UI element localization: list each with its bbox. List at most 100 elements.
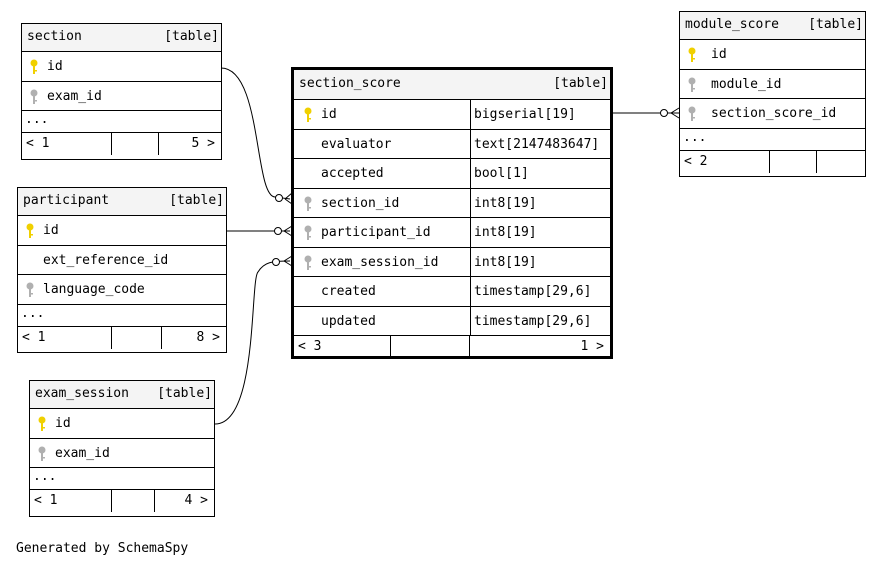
parents-count: < 1: [22, 133, 112, 155]
column-type: timestamp[29,6]: [470, 277, 591, 306]
column-row: language_code: [18, 275, 226, 305]
foreign-key-icon: [688, 77, 696, 92]
column-name: accepted: [321, 166, 384, 181]
table-name: section_score: [299, 76, 401, 91]
column-type: int8[19]: [470, 218, 537, 247]
children-count: 8 >: [196, 329, 220, 345]
crowfoot-exam-session: [283, 255, 293, 267]
table-module-score[interactable]: module_score [table] id module_id sectio…: [679, 11, 866, 177]
table-kind: [table]: [164, 29, 219, 44]
children-count: 4 >: [184, 493, 208, 508]
column-row: id bigserial[19]: [294, 100, 610, 130]
column-name: section_id: [321, 195, 400, 211]
parents-count: < 1: [30, 490, 112, 512]
column-name: id: [711, 47, 727, 62]
column-name: participant_id: [321, 225, 431, 240]
column-type: int8[19]: [470, 188, 537, 217]
column-row: evaluator text[2147483647]: [294, 129, 610, 159]
more-columns: ...: [680, 129, 865, 151]
column-name: exam_id: [55, 445, 110, 461]
column-type: text[2147483647]: [470, 129, 599, 158]
foreign-key-icon: [304, 196, 312, 211]
parents-count: < 1: [18, 326, 112, 349]
column-row: accepted bool[1]: [294, 159, 610, 189]
column-row: section_id int8[19]: [294, 188, 610, 218]
column-row: updated timestamp[29,6]: [294, 306, 610, 336]
table-name: exam_session: [35, 386, 129, 401]
column-type: timestamp[29,6]: [470, 306, 591, 335]
column-row: id: [30, 409, 214, 439]
column-row: participant_id int8[19]: [294, 218, 610, 248]
column-row: module_id: [680, 70, 865, 99]
column-row: id: [680, 40, 865, 70]
more-columns: ...: [22, 111, 221, 133]
column-name: id: [55, 416, 71, 431]
column-row: exam_id: [30, 439, 214, 468]
foreign-key-icon: [688, 106, 696, 121]
primary-key-icon: [30, 59, 38, 74]
column-row: exam_id: [22, 82, 221, 111]
optional-marker-section: [275, 194, 283, 202]
table-header: section_score [table]: [294, 70, 610, 100]
column-name: section_score_id: [711, 106, 837, 121]
children-count: [817, 151, 865, 173]
optional-marker-exam-session: [272, 258, 280, 266]
parents-count: < 3: [294, 336, 391, 358]
column-type: bool[1]: [470, 159, 529, 188]
column-name: language_code: [43, 282, 145, 297]
column-name: id: [47, 59, 63, 74]
foreign-key-icon: [38, 446, 46, 461]
column-row: id: [22, 52, 221, 82]
table-name: module_score: [685, 17, 779, 32]
foreign-key-icon: [30, 89, 38, 104]
table-header: participant [table]: [18, 188, 226, 216]
primary-key-icon: [38, 416, 46, 431]
parents-count: < 2: [680, 150, 770, 173]
column-name: created: [321, 284, 376, 299]
table-footer: < 2: [680, 150, 865, 173]
children-count: 1 >: [580, 339, 604, 354]
column-name: ext_reference_id: [43, 252, 169, 268]
more-columns: ...: [18, 305, 226, 327]
link-section-to-section-score: [220, 67, 291, 200]
crowfoot-module-score: [670, 107, 680, 119]
column-row: ext_reference_id: [18, 246, 226, 275]
column-name: exam_id: [47, 88, 102, 104]
table-header: exam_session [table]: [30, 381, 214, 409]
table-section-score[interactable]: section_score [table] id bigserial[19] e…: [291, 67, 613, 359]
link-exam-session-to-section-score: [214, 260, 291, 425]
column-name: id: [321, 107, 337, 122]
table-footer: < 3 1 >: [294, 336, 610, 358]
foreign-key-icon: [26, 282, 34, 297]
column-name: module_id: [711, 76, 782, 92]
table-name: section: [27, 29, 82, 44]
column-type: int8[19]: [470, 247, 537, 276]
column-name: id: [43, 223, 59, 238]
column-row: created timestamp[29,6]: [294, 277, 610, 307]
table-footer: < 1 4 >: [30, 490, 214, 512]
crowfoot-section: [284, 192, 293, 205]
column-name: evaluator: [321, 136, 392, 152]
more-columns: ...: [30, 468, 214, 490]
column-name: updated: [321, 313, 376, 329]
column-type: bigserial[19]: [470, 100, 576, 129]
column-row: section_score_id: [680, 99, 865, 129]
optional-marker-participant: [274, 227, 282, 235]
generated-by-credit: Generated by SchemaSpy: [16, 541, 189, 556]
column-row: id: [18, 216, 226, 246]
primary-key-icon: [26, 223, 34, 238]
table-section[interactable]: section [table] id exam_id ... < 1 5 >: [21, 23, 222, 160]
table-kind: [table]: [157, 386, 212, 401]
table-exam-session[interactable]: exam_session [table] id exam_id ... < 1 …: [29, 380, 215, 517]
table-footer: < 1 8 >: [18, 326, 226, 349]
table-participant[interactable]: participant [table] id ext_reference_id …: [17, 187, 227, 353]
crowfoot-participant: [283, 225, 293, 237]
table-header: module_score [table]: [680, 12, 865, 40]
children-count: 5 >: [191, 136, 215, 151]
column-row: exam_session_id int8[19]: [294, 247, 610, 277]
primary-key-icon: [304, 107, 312, 122]
column-name: exam_session_id: [321, 254, 439, 270]
table-footer: < 1 5 >: [22, 133, 221, 155]
table-kind: [table]: [808, 17, 863, 32]
